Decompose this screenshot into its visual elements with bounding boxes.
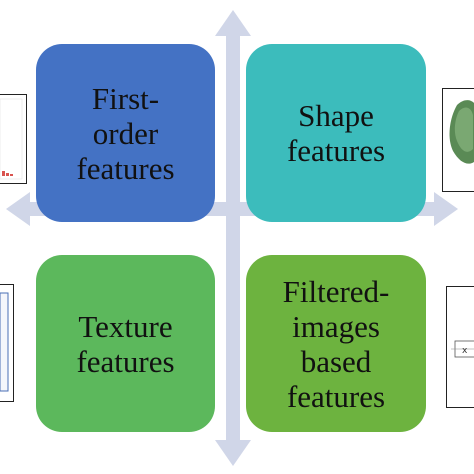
vertical-axis (215, 10, 251, 466)
shape-features-box: Shape features (246, 44, 426, 222)
arrow-left-icon (6, 192, 30, 226)
arrow-up-icon (215, 10, 251, 36)
filter-thumbnail: x (446, 286, 474, 408)
texture-features-label: Texture features (76, 308, 175, 379)
first-order-features-box: First- order features (36, 44, 215, 222)
texture-matrix-image (0, 292, 9, 392)
arrow-right-icon (434, 192, 458, 226)
histogram-image (0, 98, 23, 180)
histogram-thumbnail (0, 94, 27, 184)
filter-thumbnail-x-label: x (462, 346, 468, 356)
shape-3d-thumbnail (442, 88, 474, 192)
filtered-images-features-box: Filtered- images based features (246, 255, 426, 432)
filter-image: x (451, 340, 474, 358)
texture-features-box: Texture features (36, 255, 215, 432)
arrow-down-icon (215, 440, 251, 466)
texture-matrix-thumbnail (0, 284, 14, 402)
shape-3d-image (449, 100, 474, 164)
first-order-features-label: First- order features (76, 80, 175, 186)
filtered-images-features-label: Filtered- images based features (282, 273, 390, 414)
shape-features-label: Shape features (286, 98, 386, 168)
